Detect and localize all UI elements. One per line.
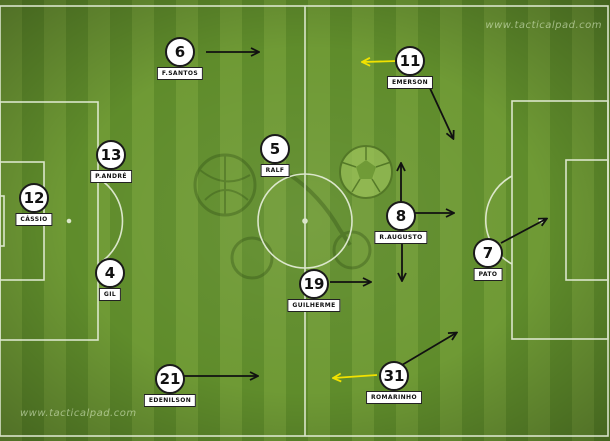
player-name: GUILHERME xyxy=(287,299,341,312)
player-number: 21 xyxy=(155,364,185,394)
player-name: F.SANTOS xyxy=(156,67,204,80)
player-number: 12 xyxy=(19,183,49,213)
watermark-bottom: www.tacticalpad.com xyxy=(20,408,137,419)
player-number: 4 xyxy=(95,258,125,288)
player-number: 19 xyxy=(299,269,329,299)
player-name: EMERSON xyxy=(386,76,434,89)
movement-arrows xyxy=(184,52,546,376)
player-name: R.AUGUSTO xyxy=(374,231,428,244)
player-number: 31 xyxy=(379,361,409,391)
player-name: EDENILSON xyxy=(143,394,197,407)
logo-balls xyxy=(193,153,372,280)
player-name: RALF xyxy=(260,164,290,177)
yellow-arrows xyxy=(334,61,398,378)
player-number: 11 xyxy=(395,46,425,76)
soccer-ball-icon xyxy=(339,145,393,199)
player-number: 5 xyxy=(260,134,290,164)
player-name: ROMARINHO xyxy=(366,391,422,404)
player-name: GIL xyxy=(98,288,122,301)
player-number: 6 xyxy=(165,37,195,67)
player-number: 8 xyxy=(386,201,416,231)
player-name: PATO xyxy=(473,268,503,281)
player-name: P.ANDRÉ xyxy=(90,170,132,183)
watermark-top: www.tacticalpad.com xyxy=(485,20,602,31)
player-number: 7 xyxy=(473,238,503,268)
player-number: 13 xyxy=(96,140,126,170)
player-name: CÁSSIO xyxy=(15,213,53,226)
